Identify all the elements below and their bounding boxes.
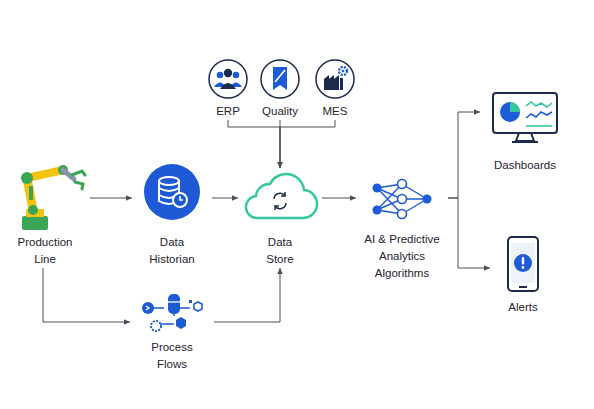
- clock-hands: [180, 196, 183, 200]
- bookmark-mark: [275, 70, 285, 82]
- robot-claw: [72, 171, 85, 189]
- analytics-node: AI & Predictive Analytics Algorithms: [356, 170, 448, 282]
- bookmark-shape: [273, 67, 287, 90]
- historian-icon: [142, 162, 202, 222]
- sync-arrow-tips: [275, 192, 285, 210]
- node-label: Alerts: [490, 299, 556, 316]
- pie-slice: [510, 102, 520, 112]
- quality-icon: [259, 58, 301, 100]
- network-node: [398, 195, 407, 204]
- icon-ring: [316, 60, 354, 98]
- alert-badge: [514, 254, 532, 272]
- source-system-node: MES: [310, 58, 360, 120]
- factory-chimney: [340, 78, 343, 90]
- node-label: Data Historian: [142, 234, 202, 268]
- icon-disc: [144, 164, 200, 220]
- node-label: Process Flows: [146, 339, 198, 373]
- node-label: Quality: [255, 103, 305, 120]
- robot-cable: [29, 186, 33, 200]
- erp-icon: [207, 58, 249, 100]
- node-label: Dashboards: [480, 157, 570, 174]
- production-line-node: Production Line: [0, 160, 90, 268]
- network-node: [373, 206, 382, 215]
- source-system-node: ERP: [203, 58, 253, 120]
- connector: [228, 120, 280, 168]
- person-head: [217, 72, 224, 79]
- chart-axis: [526, 125, 552, 127]
- flow-pump: [142, 302, 154, 314]
- node-label: ERP: [203, 103, 253, 120]
- phone-icon: [507, 236, 539, 292]
- line-chart: [526, 102, 552, 107]
- person-head: [224, 69, 232, 77]
- icon-ring: [261, 60, 299, 98]
- robot-base: [22, 216, 48, 230]
- database-top: [159, 177, 179, 185]
- historian-node: Data Historian: [132, 160, 212, 268]
- tank-band: [168, 301, 180, 302]
- process-flow-icons: [136, 290, 208, 338]
- gear-hub: [342, 70, 345, 73]
- connector: [214, 268, 280, 322]
- connector: [280, 120, 335, 168]
- valve-tag: [189, 300, 192, 303]
- person-head: [233, 72, 240, 79]
- network-node: [398, 180, 407, 189]
- node-label: Data Store: [260, 234, 300, 268]
- cloud-icon: [238, 168, 322, 224]
- connector: [90, 198, 132, 199]
- process-flow-node: Process Flows: [130, 286, 214, 373]
- data-store-node: Data Store: [238, 168, 322, 268]
- node-label: AI & Predictive Analytics Algorithms: [356, 231, 448, 282]
- phone-button: [519, 286, 527, 288]
- alert-dot: [522, 266, 525, 269]
- alert-node: Alerts: [490, 232, 556, 316]
- network-node: [423, 195, 432, 204]
- phone-screen: [511, 243, 535, 283]
- flow-gear: [151, 321, 161, 331]
- person-body: [220, 83, 236, 89]
- robot-joint: [28, 205, 38, 215]
- pump-mark: [146, 306, 149, 310]
- connector: [448, 198, 490, 268]
- neural-network-icon: [371, 178, 433, 220]
- network-node: [398, 210, 407, 219]
- flow-hexagon: [176, 317, 186, 329]
- robot-joint: [21, 172, 33, 184]
- monitor-screen: [493, 93, 557, 133]
- factory-shape: [324, 75, 339, 90]
- connector: [448, 112, 480, 198]
- icon-ring: [209, 60, 247, 98]
- node-label: Production Line: [12, 234, 78, 268]
- alert-mark: [522, 257, 524, 265]
- source-system-node: Quality: [255, 58, 305, 120]
- gear-shape: [339, 67, 347, 75]
- connector: [322, 198, 356, 199]
- clock-face: [173, 193, 187, 207]
- connector: [212, 198, 238, 199]
- connector: [43, 268, 130, 322]
- mes-icon: [314, 58, 356, 100]
- phone-body: [508, 237, 538, 291]
- cloud-outline: [246, 174, 317, 218]
- network-node: [373, 184, 382, 193]
- flow-valve: [194, 302, 202, 311]
- line-chart: [526, 112, 552, 118]
- monitor-stand: [512, 133, 538, 142]
- flow-tank: [168, 294, 180, 314]
- dashboard-node: Dashboards: [480, 88, 570, 174]
- monitor-icon: [492, 92, 558, 146]
- robot-arm-illustration: [0, 160, 90, 232]
- pie-chart: [500, 102, 520, 122]
- node-label: MES: [310, 103, 360, 120]
